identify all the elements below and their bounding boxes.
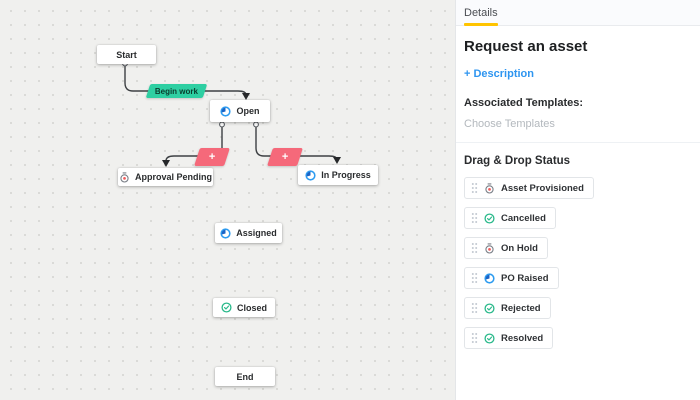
status-item-po-raised[interactable]: PO Raised	[464, 267, 559, 289]
drag-handle-icon	[471, 182, 478, 194]
add-transition-button-left[interactable]: +	[194, 148, 230, 166]
workflow-title: Request an asset	[464, 38, 588, 55]
clock-blue-icon	[305, 169, 316, 181]
status-label: PO Raised	[501, 272, 549, 284]
clock-blue-icon	[220, 227, 231, 239]
clock-blue-icon	[220, 105, 232, 117]
node-in-progress[interactable]: In Progress	[298, 165, 378, 185]
status-item-on-hold[interactable]: On Hold	[464, 237, 548, 259]
status-label: On Hold	[501, 242, 538, 254]
stopwatch-icon	[484, 242, 495, 254]
drag-handle-icon	[471, 242, 478, 254]
node-start[interactable]: Start	[97, 45, 156, 64]
node-label: Assigned	[236, 228, 277, 238]
node-label: Start	[116, 49, 137, 60]
status-item-resolved[interactable]: Resolved	[464, 327, 554, 349]
choose-templates-select[interactable]: Choose Templates	[464, 118, 555, 130]
drag-handle-icon	[471, 212, 478, 224]
transition-begin-work[interactable]: Begin work	[145, 84, 208, 98]
drag-handle-icon	[471, 332, 478, 344]
node-end[interactable]: End	[215, 367, 275, 386]
status-label: Resolved	[501, 332, 544, 344]
status-label: Cancelled	[501, 212, 546, 224]
drag-handle-icon	[471, 302, 478, 314]
node-label: Open	[236, 106, 260, 116]
stopwatch-icon	[484, 182, 495, 194]
workflow-canvas[interactable]: Start Open Approval Pending In Progress …	[0, 0, 455, 400]
node-label: In Progress	[321, 170, 371, 180]
status-list: Asset Provisioned Cancelled On Hold PO R…	[464, 177, 690, 349]
add-transition-button-right[interactable]: +	[267, 148, 303, 166]
drag-handle-icon	[471, 272, 478, 284]
node-assigned[interactable]: Assigned	[215, 223, 282, 243]
active-tab-indicator	[464, 23, 498, 26]
node-approval-pending[interactable]: Approval Pending	[118, 168, 213, 186]
add-description-link[interactable]: + Description	[464, 68, 534, 80]
check-green-icon	[221, 302, 232, 313]
check-green-icon	[484, 332, 495, 344]
details-panel: Details Request an asset + Description A…	[455, 0, 700, 400]
section-divider	[456, 142, 700, 143]
check-green-icon	[484, 302, 495, 314]
workflow-edges	[122, 60, 341, 167]
status-item-cancelled[interactable]: Cancelled	[464, 207, 556, 229]
transition-label: Begin work	[154, 86, 199, 96]
node-label: Closed	[236, 302, 267, 313]
drag-drop-status-heading: Drag & Drop Status	[464, 155, 571, 167]
status-item-asset-provisioned[interactable]: Asset Provisioned	[464, 177, 594, 199]
status-label: Asset Provisioned	[501, 182, 584, 194]
node-closed[interactable]: Closed	[213, 298, 275, 317]
clock-blue-icon	[484, 272, 495, 284]
stopwatch-icon	[119, 171, 130, 183]
panel-content: Request an asset + Description Associate…	[456, 26, 700, 357]
plus-icon: +	[281, 150, 289, 163]
plus-icon: +	[208, 150, 216, 163]
node-label: Approval Pending	[134, 172, 212, 182]
panel-tabbar: Details	[456, 0, 700, 26]
status-label: Rejected	[501, 302, 541, 314]
check-green-icon	[484, 212, 495, 224]
status-item-rejected[interactable]: Rejected	[464, 297, 551, 319]
node-label: End	[236, 371, 254, 382]
associated-templates-label: Associated Templates:	[464, 97, 584, 109]
node-open[interactable]: Open	[210, 100, 270, 122]
tab-details[interactable]: Details	[464, 6, 498, 19]
